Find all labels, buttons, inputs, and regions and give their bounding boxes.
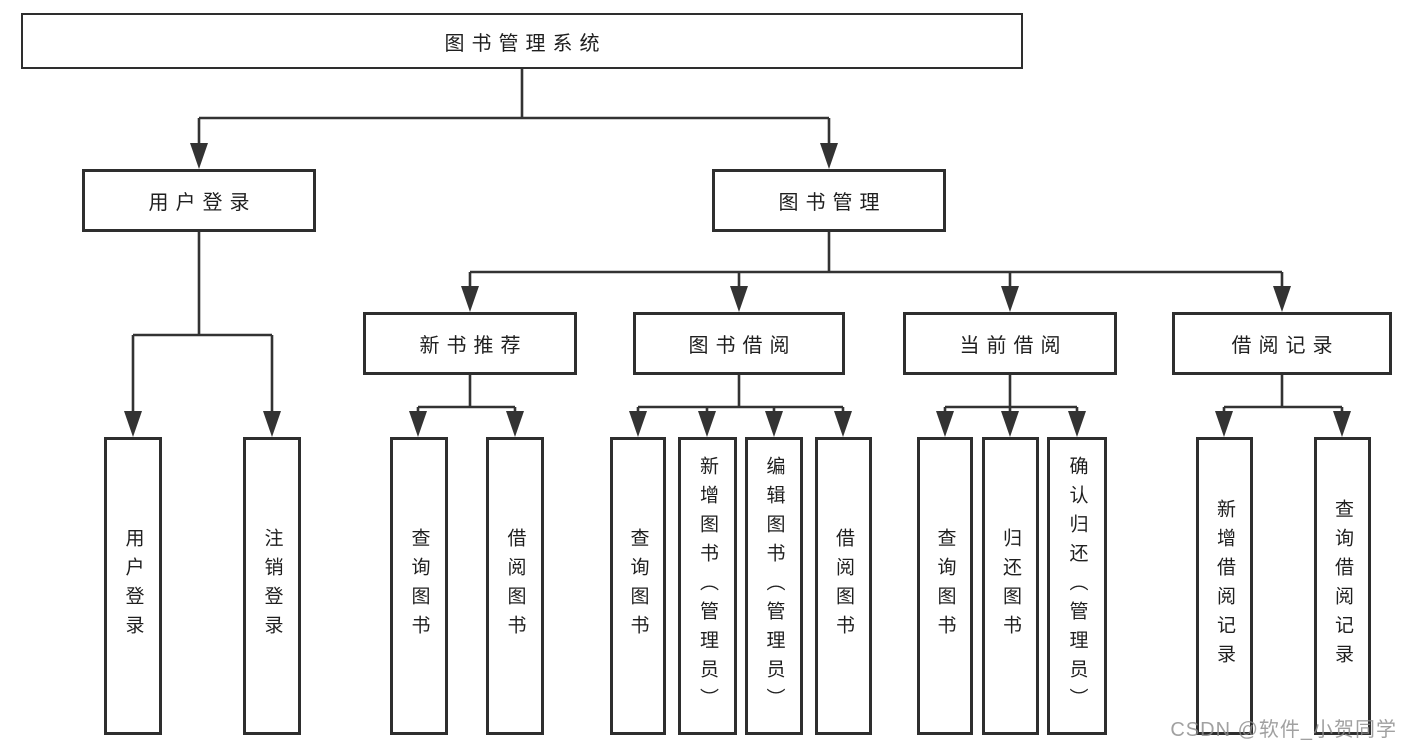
node-borrowing-records: 借阅记录 [1172, 312, 1392, 375]
leaf-borrowing-query-books-label: 查询图书 [627, 528, 649, 644]
leaf-query-borrow-record: 查询借阅记录 [1314, 437, 1371, 735]
leaf-recommend-query-books: 查询图书 [390, 437, 448, 735]
leaf-add-books-admin-label: 新增图书（管理员） [697, 455, 718, 717]
node-root-system: 图书管理系统 [21, 13, 1023, 69]
leaf-current-query-books: 查询图书 [917, 437, 973, 735]
leaf-return-books-label: 归还图书 [1000, 528, 1021, 644]
leaf-user-login-label: 用户登录 [122, 528, 144, 644]
leaf-borrowing-query-books: 查询图书 [610, 437, 666, 735]
leaf-confirm-return-admin-label: 确认归还（管理员） [1066, 455, 1088, 717]
leaf-recommend-query-books-label: 查询图书 [408, 528, 430, 644]
csdn-watermark: CSDN @软件_小贺同学 [1170, 719, 1397, 741]
leaf-borrow-books-label: 借阅图书 [833, 528, 854, 644]
leaf-edit-books-admin: 编辑图书（管理员） [745, 437, 803, 735]
leaf-edit-books-admin-label: 编辑图书（管理员） [763, 455, 785, 717]
leaf-current-query-books-label: 查询图书 [934, 528, 956, 644]
node-user-login-label: 用户登录 [148, 192, 257, 214]
node-current-borrowing-label: 当前借阅 [959, 335, 1068, 357]
node-user-login: 用户登录 [82, 169, 316, 232]
node-book-borrowing-label: 图书借阅 [688, 335, 797, 357]
leaf-recommend-borrow-books: 借阅图书 [486, 437, 544, 735]
leaf-add-borrow-record-label: 新增借阅记录 [1214, 499, 1235, 673]
leaf-logout-label: 注销登录 [261, 528, 283, 644]
leaf-logout: 注销登录 [243, 437, 301, 735]
leaf-add-books-admin: 新增图书（管理员） [678, 437, 737, 735]
node-current-borrowing: 当前借阅 [903, 312, 1117, 375]
leaf-recommend-borrow-books-label: 借阅图书 [504, 528, 526, 644]
node-book-management-label: 图书管理 [778, 192, 887, 214]
leaf-user-login: 用户登录 [104, 437, 162, 735]
node-book-management: 图书管理 [712, 169, 946, 232]
node-new-book-recommend-label: 新书推荐 [419, 335, 528, 357]
node-book-borrowing: 图书借阅 [633, 312, 845, 375]
leaf-borrow-books: 借阅图书 [815, 437, 872, 735]
leaf-add-borrow-record: 新增借阅记录 [1196, 437, 1253, 735]
leaf-query-borrow-record-label: 查询借阅记录 [1332, 499, 1353, 673]
node-new-book-recommend: 新书推荐 [363, 312, 577, 375]
leaf-confirm-return-admin: 确认归还（管理员） [1047, 437, 1107, 735]
node-root-label: 图书管理系统 [444, 32, 607, 55]
leaf-return-books: 归还图书 [982, 437, 1039, 735]
node-borrowing-records-label: 借阅记录 [1231, 335, 1340, 357]
